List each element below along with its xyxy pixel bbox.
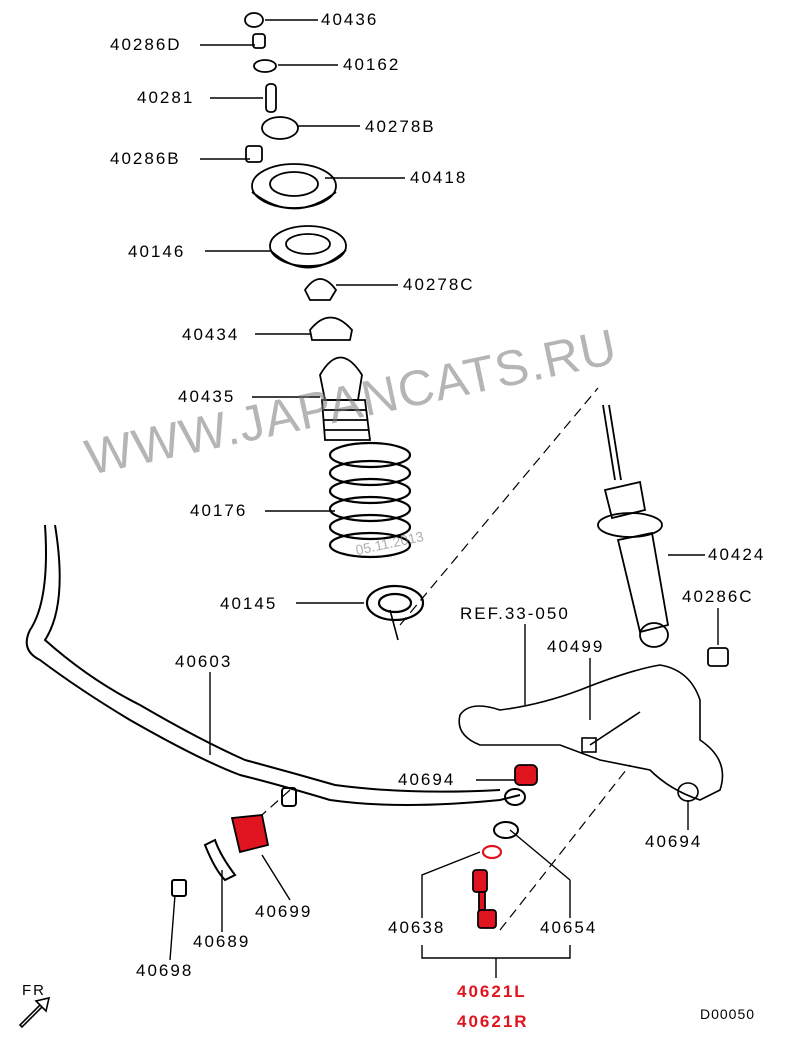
label-40286C[interactable]: 40286C <box>682 587 754 606</box>
direction-label: FR <box>22 982 46 999</box>
label-40689[interactable]: 40689 <box>193 932 251 951</box>
shock-absorber <box>597 404 729 667</box>
label-40603[interactable]: 40603 <box>175 652 233 671</box>
stabilizer-bar <box>25 524 526 897</box>
label-40281[interactable]: 40281 <box>137 88 195 107</box>
highlighted-parts <box>230 764 538 929</box>
label-40436[interactable]: 40436 <box>321 10 379 29</box>
label-40621L[interactable]: 40621L <box>457 982 527 1001</box>
label-40424[interactable]: 40424 <box>708 545 766 564</box>
knuckle <box>458 664 724 802</box>
label-ref-33-050[interactable]: REF.33-050 <box>460 604 570 623</box>
label-40699[interactable]: 40699 <box>255 902 313 921</box>
label-40694[interactable]: 40694 <box>398 770 456 789</box>
label-40176[interactable]: 40176 <box>190 501 248 520</box>
label-40145[interactable]: 40145 <box>220 594 278 613</box>
coil-spring <box>328 441 425 622</box>
label-40654[interactable]: 40654 <box>540 918 598 937</box>
label-40638[interactable]: 40638 <box>388 918 446 937</box>
label-40621R[interactable]: 40621R <box>457 1012 529 1031</box>
label-40286B[interactable]: 40286B <box>110 149 181 168</box>
label-40278C[interactable]: 40278C <box>403 275 475 294</box>
diagram-code: D00050 <box>700 1006 756 1022</box>
label-40435[interactable]: 40435 <box>178 387 236 406</box>
leader-lines <box>169 19 719 978</box>
label-40278B[interactable]: 40278B <box>365 117 436 136</box>
label-40434[interactable]: 40434 <box>182 325 240 344</box>
label-40694-knuckle[interactable]: 40694 <box>645 832 703 851</box>
label-40698[interactable]: 40698 <box>136 961 194 980</box>
label-40418[interactable]: 40418 <box>410 168 468 187</box>
fr-arrow-icon <box>18 996 51 1029</box>
label-40499[interactable]: 40499 <box>547 637 605 656</box>
label-40162[interactable]: 40162 <box>343 55 401 74</box>
label-40286D[interactable]: 40286D <box>110 35 182 54</box>
strut-mount-parts <box>244 12 372 441</box>
label-40146[interactable]: 40146 <box>128 242 186 261</box>
